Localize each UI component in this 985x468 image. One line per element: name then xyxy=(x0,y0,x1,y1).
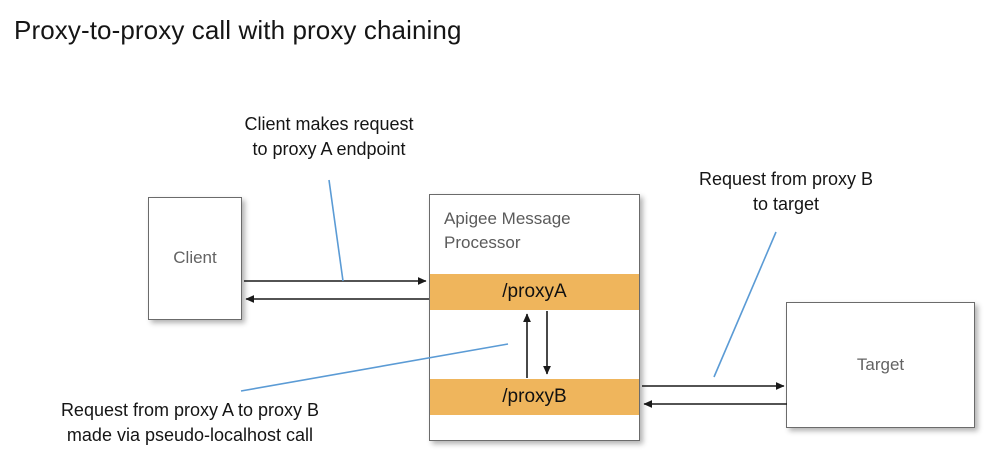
node-message-processor-label: Apigee Message Processor xyxy=(444,209,571,252)
node-client-label: Client xyxy=(173,248,217,267)
page-title: Proxy-to-proxy call with proxy chaining xyxy=(14,15,462,45)
node-client: Client xyxy=(148,197,242,320)
node-target: Target xyxy=(786,302,975,428)
leader-line-target-request xyxy=(713,231,777,378)
callout-chaining-request: Request from proxy A to proxy B made via… xyxy=(60,400,320,445)
node-message-processor: Apigee Message Processor /proxyA /proxyB xyxy=(429,194,640,441)
node-target-label: Target xyxy=(856,355,905,374)
proxy-band-a: /proxyA xyxy=(430,274,639,310)
callout-client-request: Client makes request to proxy A endpoint xyxy=(244,114,414,159)
leader-line-client-request xyxy=(328,179,344,282)
proxy-band-b: /proxyB xyxy=(430,379,639,415)
callout-target-request: Request from proxy B to target xyxy=(698,169,874,214)
